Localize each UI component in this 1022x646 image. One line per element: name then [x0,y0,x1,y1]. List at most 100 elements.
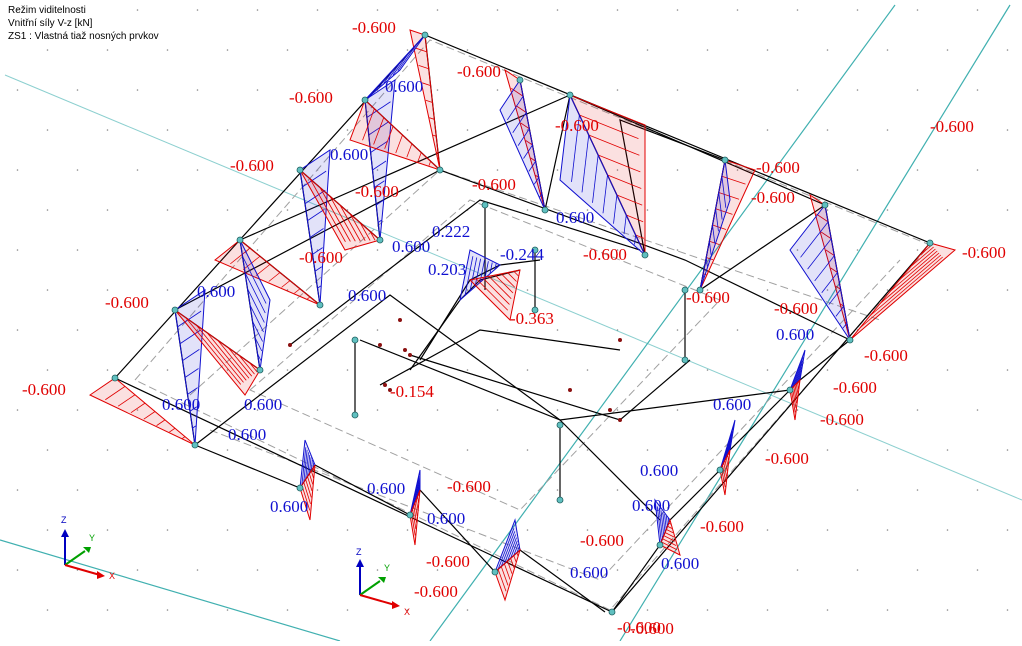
grid-dot [376,249,379,251]
grid-dot [316,9,319,11]
shear-value-negative: -0.600 [355,182,399,201]
grid-dot [646,369,649,371]
grid-dot [646,609,649,611]
grid-dot [106,449,109,451]
grid-dot [736,9,739,11]
shear-value-negative: -0.600 [617,618,661,637]
node [821,201,829,209]
shear-diagram-positive [494,518,521,573]
node [351,411,359,419]
grid-dot [166,369,169,371]
diagonal-brace [419,259,541,361]
grid-dot [826,209,829,211]
shear-diagram-positive [654,498,671,546]
grid-dot [496,249,499,251]
grid-dot [916,409,919,411]
inner-beam [409,354,691,421]
grid-dot [136,249,139,251]
grid-dot [1006,449,1009,451]
grid-dot [136,9,139,11]
grid-dot [766,129,769,131]
grid-dot [976,489,979,491]
grid-dot [496,409,499,411]
grid-dot [1006,609,1009,611]
node [681,286,689,294]
grid-dot [376,409,379,411]
grid-dot [196,489,199,491]
grid-dot [256,489,259,491]
grid-dot [226,49,229,51]
grid-dot [226,449,229,451]
grid-dot [946,289,949,291]
node [608,608,616,616]
grid-dot [346,529,349,531]
grid-dot [976,329,979,331]
grid-dot [166,449,169,451]
grid-dot [196,249,199,251]
shear-diagram-negative [299,464,316,521]
grid-dot [496,489,499,491]
node [406,511,414,519]
shear-value-negative: -0.600 [299,248,343,267]
grid-dot [646,289,649,291]
grid-dot [706,529,709,531]
grid-dot [286,49,289,51]
grid-dot [16,169,19,171]
diagonal-brace [194,444,606,613]
node [516,76,524,84]
grid-dot [586,289,589,291]
grid-dot [436,9,439,11]
shear-value-negative: -0.600 [230,156,274,175]
node [481,201,489,209]
grid-dot [766,209,769,211]
node-point [618,418,622,422]
grid-dot [586,369,589,371]
grid-dot [916,329,919,331]
node [681,356,689,364]
node [111,374,119,382]
shear-value-positive: -0.244 [500,245,544,264]
grid-dot [286,449,289,451]
node [191,441,199,449]
grid-dot [256,409,259,411]
node-point [408,353,412,357]
shear-value-negative: -0.600 [930,117,974,136]
shear-diagram-negative [659,518,681,556]
shear-value-positive: 0.600 [348,286,386,305]
grid-dot [436,569,439,571]
grid-dot [856,489,859,491]
grid-dot [706,369,709,371]
node [716,466,724,474]
grid-dot [106,129,109,131]
grid-dot [136,489,139,491]
grid-dot [376,329,379,331]
shear-value-negative: -0.600 [864,346,908,365]
shear-value-negative: -0.600 [774,299,818,318]
grid-dot [196,569,199,571]
shear-value-negative: -0.363 [510,309,554,328]
grid-dot [946,209,949,211]
grid-dot [796,9,799,11]
grid-dot [976,249,979,251]
grid-dot [706,129,709,131]
grid-dot [976,569,979,571]
grid-dot [796,569,799,571]
quantity-text: Vnitřní síly V-z [kN] [8,18,93,29]
grid-dot [856,169,859,171]
grid-dot [136,569,139,571]
grid-dot [406,449,409,451]
grid-dot [286,369,289,371]
grid-dot [886,529,889,531]
node [296,166,304,174]
grid-dot [796,249,799,251]
grid-dot [826,129,829,131]
grid-dot [76,329,79,331]
shear-value-negative: -0.600 [751,188,795,207]
grid-dot [466,369,469,371]
grid-dot [946,49,949,51]
grid-dot [796,89,799,91]
shear-value-negative: -0.600 [820,410,864,429]
grid-dot [676,89,679,91]
grid-dot [556,249,559,251]
